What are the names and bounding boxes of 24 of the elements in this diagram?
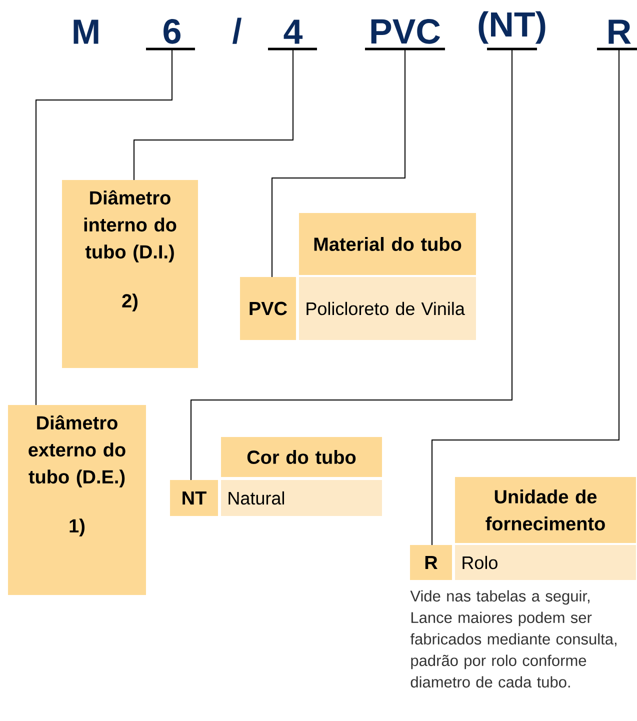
info-box: Diâmetro interno do tubo (D.I.) 2)	[62, 180, 198, 368]
code-letter: R	[608, 20, 631, 44]
table-cell: Rolo	[455, 545, 636, 580]
code-letter: M	[74, 20, 98, 44]
code-letter: 6	[164, 19, 180, 44]
info-box: Diâmetro externo do tubo (D.E.) 1)	[8, 405, 146, 595]
leader-line	[134, 48, 294, 180]
code-letter: (NT)	[478, 11, 546, 44]
table-cell: Policloreto de Vinila	[299, 277, 476, 340]
leader-line	[190, 48, 512, 480]
code-cell: PVC	[240, 277, 296, 340]
note-text: Vide nas tabelas a seguir, Lance maiores podem ser fabricados mediante consulta, padrão por rolo conforme diametro de cada tubo.	[410, 590, 616, 688]
leader-line	[36, 48, 172, 406]
code-cell: R	[410, 545, 452, 580]
leader-line	[432, 48, 620, 546]
table-header: Unidade de fornecimento	[455, 477, 636, 543]
table-cell: Natural	[221, 480, 382, 516]
code-letter: PVC	[371, 19, 440, 44]
code-letter: 4	[284, 20, 303, 44]
code-cell: NT	[170, 480, 218, 516]
code-letter: /	[232, 18, 242, 44]
table-header: Cor do tubo	[221, 437, 382, 477]
table-header: Material do tubo	[299, 213, 476, 275]
leader-line	[272, 48, 406, 278]
